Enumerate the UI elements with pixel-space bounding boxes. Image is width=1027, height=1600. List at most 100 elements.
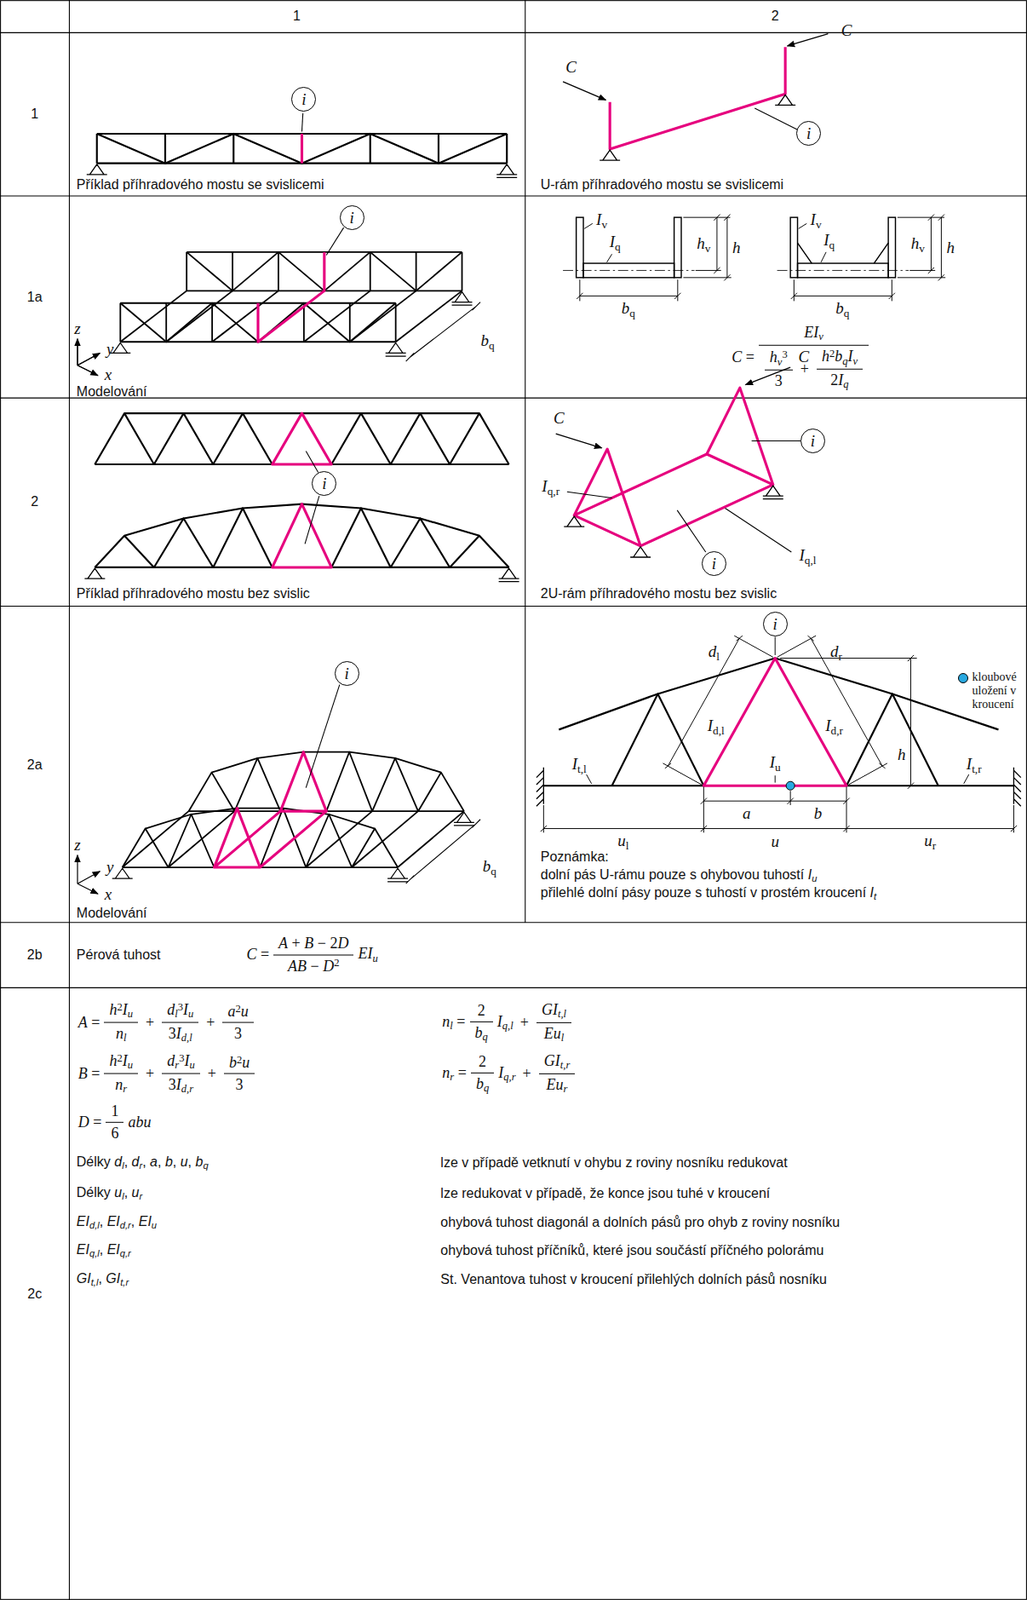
- truss: [124, 504, 480, 536]
- numerator: dr3Iu: [161, 1050, 201, 1073]
- callout-letter: i: [321, 475, 327, 492]
- symbol-label: z: [74, 319, 81, 339]
- text-run: 3: [235, 1075, 244, 1093]
- text-run: l: [449, 1019, 454, 1032]
- truss: [189, 757, 282, 811]
- text-run: EI: [76, 1213, 90, 1228]
- text-run: AB: [287, 957, 307, 975]
- text-run: v: [815, 217, 822, 230]
- text-run: u: [774, 759, 781, 773]
- denominator: bq: [470, 1021, 494, 1044]
- text-run: q: [842, 354, 848, 367]
- formula-term: Eur: [546, 1074, 569, 1095]
- symbol-label: bq: [482, 856, 497, 878]
- symbol-label: a: [742, 803, 752, 823]
- text-label: 2U-rám příhradového mostu bez svislic: [540, 585, 777, 602]
- formula-term: +: [800, 360, 809, 379]
- text-label: dolní pás U-rámu pouze s ohybovou tuhost…: [540, 866, 818, 884]
- text-run: I: [541, 477, 547, 496]
- axis-arrow: [77, 883, 98, 894]
- text-run: b: [165, 1153, 173, 1169]
- denominator: 6: [105, 1121, 124, 1142]
- text-run: I: [823, 230, 829, 249]
- legend-swatch: [958, 672, 969, 683]
- text-run: d: [708, 642, 718, 661]
- support: [563, 485, 783, 557]
- text-run: D: [337, 934, 349, 952]
- denominator: 3: [223, 1072, 255, 1094]
- text-run: 2: [235, 1001, 241, 1014]
- text-label: GIt,l, GIt,r: [76, 1270, 129, 1288]
- formula-term: h2Iu: [109, 1050, 133, 1071]
- truss: [94, 413, 509, 568]
- truss: [331, 507, 509, 567]
- text-run: q,r: [120, 1247, 132, 1258]
- text-run: ,: [142, 1153, 150, 1169]
- text-label: Modelování: [76, 905, 148, 921]
- symbol-label: Iv: [596, 210, 608, 231]
- text-run: ,: [172, 1153, 181, 1169]
- text-run: t,r: [971, 762, 982, 775]
- formula-term: A + B − 2D: [278, 934, 349, 953]
- symbol-label: dl: [708, 642, 720, 664]
- text-run: t,r: [560, 1058, 571, 1071]
- text-run: h: [946, 238, 955, 257]
- text-label: 1: [30, 106, 39, 122]
- formula-term: D =: [78, 1113, 103, 1131]
- fraction: h2Iunr: [103, 1050, 138, 1095]
- text-run: I: [122, 1000, 128, 1018]
- text-run: 6: [110, 1124, 119, 1142]
- numerator: h2bqIv: [816, 347, 863, 369]
- text-run: lze redukovat v případě, že konce jsou t…: [440, 1185, 770, 1200]
- text-run: d,l: [89, 1219, 100, 1230]
- fraction: GIt,lEul: [536, 1000, 572, 1044]
- text-run: t,r: [120, 1276, 129, 1287]
- text-run: I: [609, 232, 615, 251]
- support: [84, 568, 519, 582]
- text-run: I: [707, 716, 713, 735]
- text-run: =: [256, 946, 270, 964]
- text-run: h: [732, 238, 741, 257]
- text-label: ohybová tuhost diagonál a dolních pásů p…: [440, 1214, 840, 1230]
- callout-circle: i: [763, 611, 788, 637]
- symbol-label: Iq,r: [541, 477, 560, 499]
- frame-member: [609, 46, 786, 150]
- truss: [94, 413, 272, 465]
- support: [599, 94, 796, 161]
- text-run: +: [145, 1013, 155, 1031]
- text-run: q: [843, 378, 849, 391]
- text-run: GI: [76, 1270, 92, 1286]
- axis-arrow: [77, 338, 100, 376]
- cross-section: [790, 217, 798, 278]
- text-run: n: [115, 1024, 124, 1042]
- callout-letter: i: [711, 555, 717, 572]
- text-run: v: [918, 241, 925, 255]
- text-run: abu: [127, 1113, 151, 1131]
- formula-term: 2: [477, 1001, 486, 1020]
- fraction: hv33: [764, 347, 793, 390]
- symbol-label: ur: [923, 831, 936, 852]
- text-run: −: [306, 957, 323, 975]
- text-run: a: [149, 1153, 158, 1169]
- text-run: q: [488, 338, 495, 352]
- formula-term: GIt,l: [541, 1000, 567, 1021]
- text-run: ohybová tuhost diagonál a dolních pásů p…: [440, 1214, 840, 1229]
- denominator: 3: [764, 369, 793, 391]
- truss-elevation: [612, 693, 705, 786]
- text-run: B: [78, 1064, 88, 1082]
- text-run: GI: [544, 1051, 561, 1069]
- numerator: 1: [105, 1101, 124, 1122]
- leader-line: [326, 227, 344, 255]
- text-run: lze v případě vetknutí v ohybu z roviny …: [440, 1154, 787, 1170]
- denominator: 3: [222, 1021, 253, 1043]
- formula-term: 2: [478, 1052, 487, 1071]
- text-run: Příklad příhradového mostu bez svislic: [76, 585, 310, 601]
- fixed-end: [536, 767, 1022, 807]
- symbol-label: Iu: [769, 752, 781, 774]
- text-run: v: [601, 217, 608, 230]
- dimension-line: [576, 214, 946, 302]
- truss: [331, 413, 509, 465]
- text-run: u: [127, 1058, 133, 1071]
- formula-term: GIt,r: [544, 1051, 571, 1072]
